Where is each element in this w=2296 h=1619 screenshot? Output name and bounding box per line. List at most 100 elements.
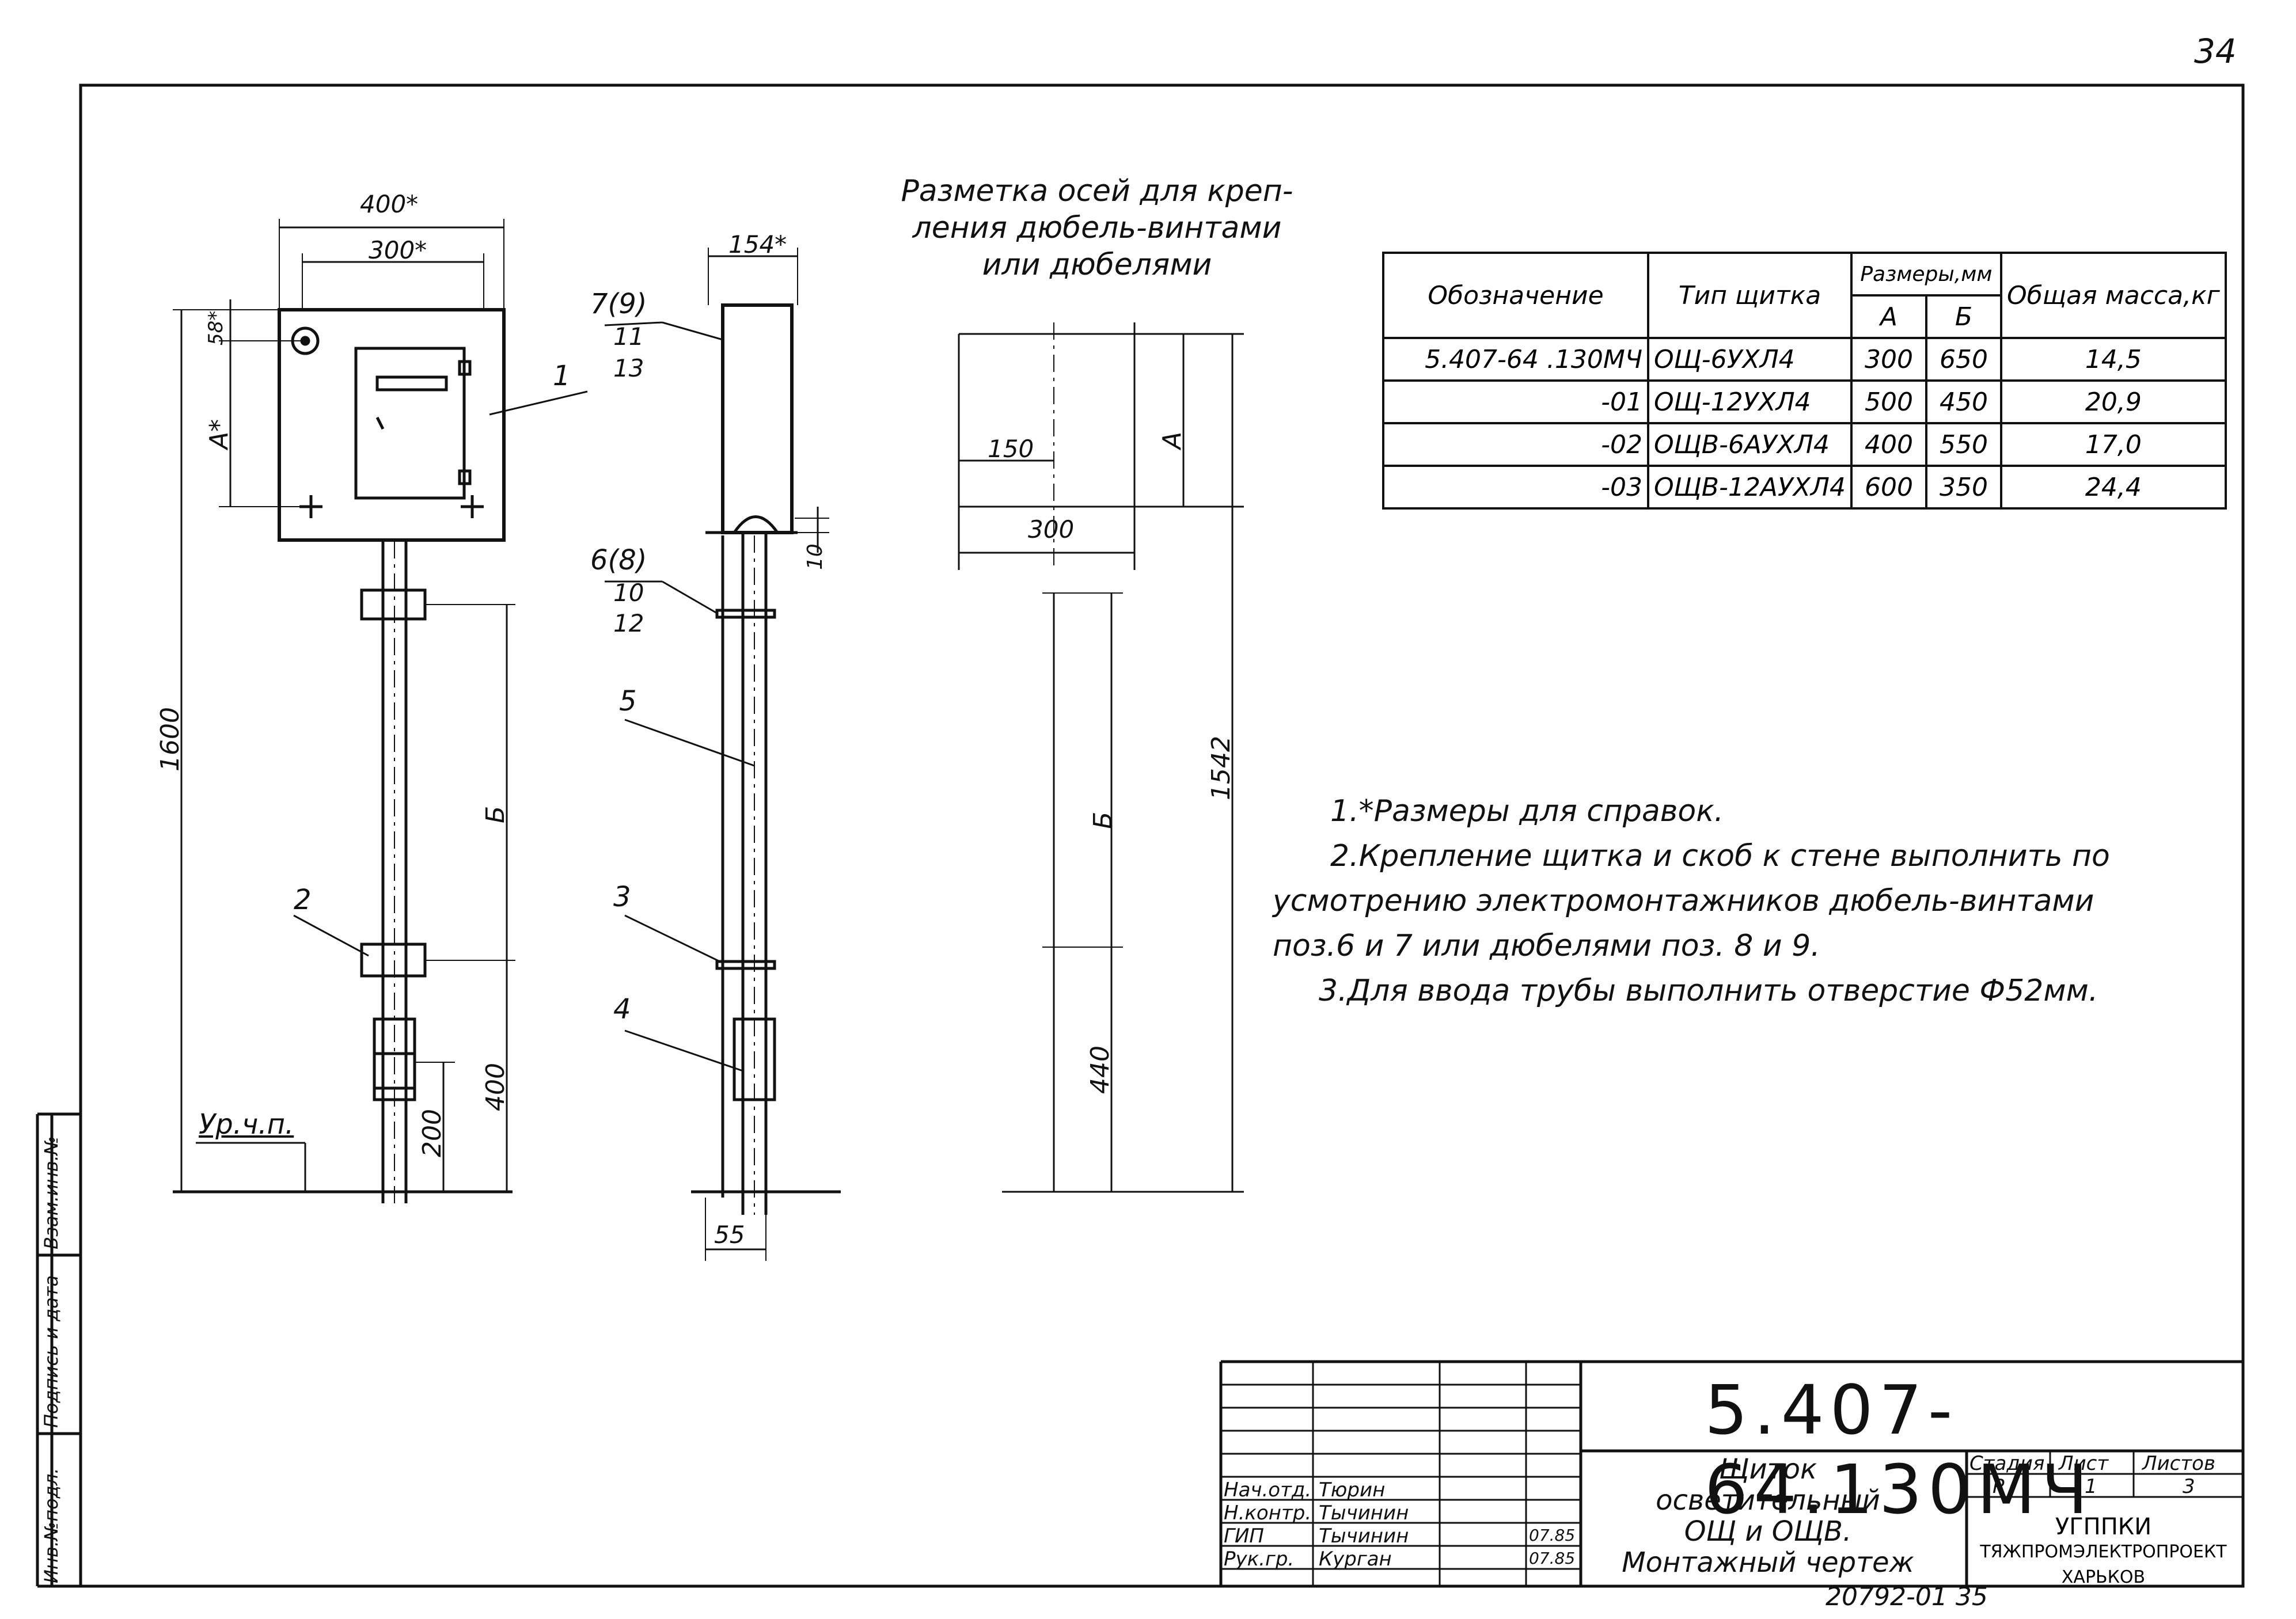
note-line: 3.Для ввода трубы выполнить отверстие Ф5… [1319, 974, 2098, 1008]
dim-300: 300* [369, 236, 427, 264]
pos-5-label: 5 [619, 685, 637, 717]
role-name: Тюрин [1319, 1479, 1386, 1502]
sheet-value: 1 [2085, 1475, 2097, 1498]
role-name: Курган [1319, 1548, 1392, 1571]
floor-level-label: Ур.ч.п. [199, 1108, 294, 1141]
cell-a: 600 [1850, 465, 1927, 510]
side-view [604, 248, 841, 1261]
spec-table: Обозначение Тип щитка Размеры,мм Общая м… [1382, 252, 2227, 510]
pos-7-9-label: 7(9) [590, 288, 647, 320]
cell-designation: 5.407-64 .130МЧ [1382, 337, 1649, 382]
note-line: усмотрению электромонтажников дюбель-вин… [1273, 884, 2094, 918]
note-line: 1.*Размеры для справок. [1330, 794, 1724, 828]
pos-6-8-label: 6(8) [590, 544, 647, 576]
table-row: -01 ОЩ-12УХЛ4 500 450 20,9 [1382, 379, 2227, 424]
drawing-code: 5.407-64.130МЧ [1705, 1370, 2094, 1529]
dim-300-layout: 300 [1028, 515, 1075, 544]
dim-1600: 1600 [155, 707, 185, 772]
title-line: Щиток [1718, 1453, 1817, 1485]
dim-440: 440 [1086, 1046, 1115, 1094]
strip-replace-label: Взам.инв.№ [40, 1136, 62, 1249]
cell-b: 550 [1925, 422, 2002, 467]
strip-inv-label: Инв.№подл. [40, 1468, 62, 1583]
heading-line: Разметка осей для креп- [901, 174, 1293, 208]
drawing-title: Щиток осветительный ОЩ и ОЩВ. Монтажный … [1589, 1454, 1946, 1578]
pos-2-label: 2 [294, 884, 312, 916]
heading-line: или дюбелями [982, 248, 1212, 282]
pos-4-label: 4 [613, 993, 631, 1025]
table-row: 5.407-64 .130МЧ ОЩ-6УХЛ4 300 650 14,5 [1382, 337, 2227, 382]
pos-10-label: 10 [613, 579, 644, 607]
org-line: УГППКИ [2055, 1514, 2152, 1540]
cell-a: 400 [1850, 422, 1927, 467]
stage-value: Р [1993, 1475, 2005, 1498]
role-label: Нач.отд. [1224, 1479, 1312, 1502]
role-label: ГИП [1224, 1525, 1264, 1548]
dim-a: А* [204, 419, 234, 449]
dim-154: 154* [728, 230, 787, 259]
header-a: А [1850, 294, 1927, 339]
header-dims: Размеры,мм [1850, 252, 2002, 297]
side-strip-lines [36, 1112, 81, 1588]
notes: 1.*Размеры для справок. 2.Крепление щитк… [1273, 789, 2252, 1013]
role-name: Тычинин [1319, 1502, 1409, 1525]
title-block-lines [1219, 1360, 2243, 1586]
table-row: -02 ОЩВ-6АУХЛ4 400 550 17,0 [1382, 422, 2227, 467]
header-mass: Общая масса,кг [1999, 252, 2227, 339]
strip-sign-label: Подпись и дата [40, 1275, 62, 1428]
cell-type: ОЩ-12УХЛ4 [1647, 379, 1853, 424]
title-line: осветительный [1656, 1484, 1880, 1517]
front-view [173, 219, 588, 1203]
sheet-frame [79, 83, 2245, 1588]
dim-200: 200 [418, 1109, 447, 1157]
pos-12-label: 12 [613, 609, 644, 637]
note-line: поз.6 и 7 или дюбелями поз. 8 и 9. [1273, 929, 1820, 963]
cell-designation: -02 [1382, 422, 1649, 467]
role-label: Н.контр. [1224, 1502, 1312, 1525]
page-number: 34 [2194, 32, 2237, 71]
header-b: Б [1925, 294, 2002, 339]
pos-1-label: 1 [553, 360, 571, 392]
dim-400: 400* [360, 190, 419, 218]
dim-400b: 400 [481, 1063, 510, 1111]
role-label: Рук.гр. [1224, 1548, 1295, 1571]
dim-58: 58* [204, 310, 227, 345]
cell-mass: 20,9 [1999, 379, 2227, 424]
role-name: Тычинин [1319, 1525, 1409, 1548]
sheets-value: 3 [2183, 1475, 2195, 1498]
sheets-label: Листов [2142, 1452, 2216, 1475]
sheet-label: Лист [2059, 1452, 2109, 1475]
cell-mass: 17,0 [1999, 422, 2227, 467]
header-designation: Обозначение [1382, 252, 1649, 339]
layout-heading: Разметка осей для креп- ления дюбель-вин… [878, 173, 1316, 283]
dim-1542: 1542 [1206, 736, 1236, 800]
dim-55: 55 [714, 1221, 745, 1249]
org-line: ХАРЬКОВ [2061, 1567, 2146, 1587]
title-line: ОЩ и ОЩВ. [1684, 1515, 1852, 1548]
cell-type: ОЩ-6УХЛ4 [1647, 337, 1853, 382]
cell-mass: 14,5 [1999, 337, 2227, 382]
cell-a: 300 [1850, 337, 1927, 382]
cell-mass: 24,4 [1999, 465, 2227, 510]
cell-designation: -03 [1382, 465, 1649, 510]
role-date: 07.85 [1529, 1526, 1576, 1545]
cell-b: 350 [1925, 465, 2002, 510]
cell-a: 500 [1850, 379, 1927, 424]
stage-label: Стадия [1969, 1452, 2045, 1475]
pos-13-label: 13 [613, 354, 644, 382]
heading-line: ления дюбель-винтами [912, 211, 1282, 245]
cell-b: 650 [1925, 337, 2002, 382]
header-type: Тип щитка [1647, 252, 1853, 339]
dim-10: 10 [803, 544, 827, 570]
archive-code: 20792-01 35 [1826, 1582, 1988, 1612]
role-date: 07.85 [1529, 1549, 1576, 1568]
cell-type: ОЩВ-6АУХЛ4 [1647, 422, 1853, 467]
table-row: -03 ОЩВ-12АУХЛ4 600 350 24,4 [1382, 465, 2227, 510]
dim-b: Б [481, 805, 510, 823]
dim-150: 150 [988, 435, 1034, 463]
organization: УГППКИ ТЯЖПРОМЭЛЕКТРОПРОЕКТ ХАРЬКОВ [1969, 1514, 2237, 1590]
title-line: Монтажный чертеж [1622, 1546, 1914, 1579]
cell-b: 450 [1925, 379, 2002, 424]
dim-a-layout: А [1158, 431, 1187, 449]
dim-b-layout: Б [1088, 811, 1118, 829]
